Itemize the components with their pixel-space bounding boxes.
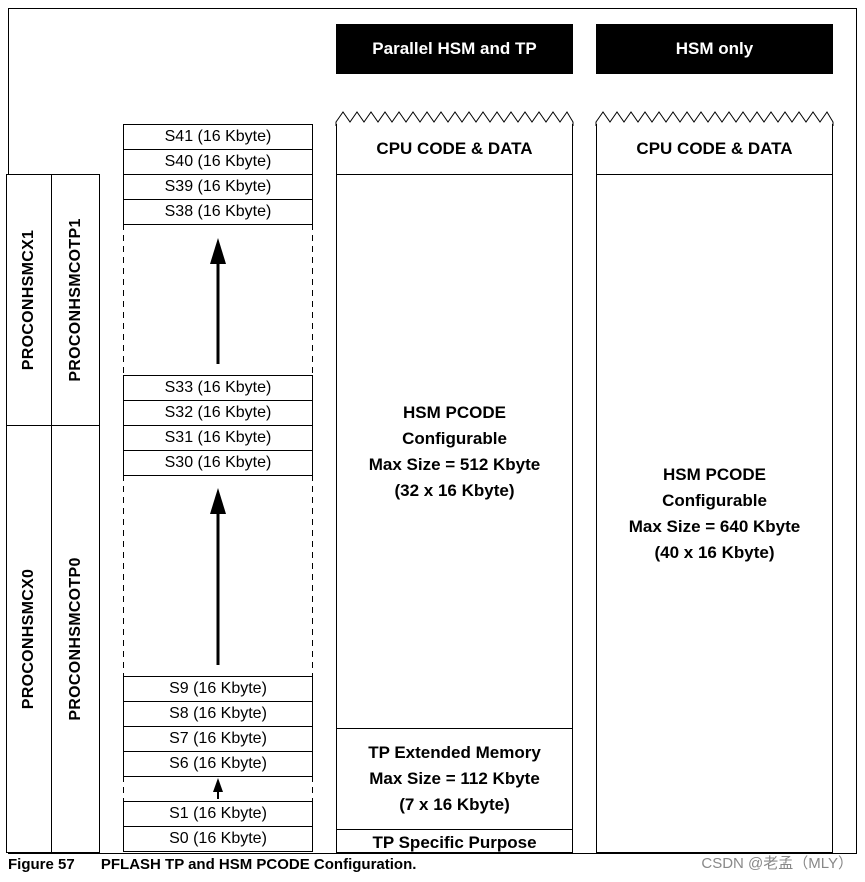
tp-specific-purpose-label: TP Specific Purpose [372,832,537,852]
memory-column-hsm-only: CPU CODE & DATA HSM PCODE Configurable M… [596,124,833,853]
tp-specific-purpose-region: TP Specific Purpose [337,830,572,855]
hsm-pcode-line-3: Max Size = 512 Kbyte [368,454,541,474]
hsm-pcode-line-2: Configurable [402,428,507,448]
sector-s41: S41 (16 Kbyte) [123,124,313,150]
tp-extended-memory-region: TP Extended Memory Max Size = 112 Kbyte … [337,729,572,830]
sector-s9: S9 (16 Kbyte) [123,676,313,702]
up-arrow-icon [213,778,223,799]
sector-s40: S40 (16 Kbyte) [123,149,313,175]
hsm-pcode-region: HSM PCODE Configurable Max Size = 512 Kb… [337,175,572,729]
sector-s7: S7 (16 Kbyte) [123,726,313,752]
figure-title: PFLASH TP and HSM PCODE Configuration. [100,856,417,873]
cpu-code-data-region: CPU CODE & DATA [597,124,832,175]
memory-column-parallel: CPU CODE & DATA HSM PCODE Configurable M… [336,124,573,853]
hsm-pcode-line-4: (32 x 16 Kbyte) [394,480,515,500]
tp-ext-line-3: (7 x 16 Kbyte) [399,795,510,814]
cpu-code-data-label: CPU CODE & DATA [636,139,793,158]
up-arrow-icon [210,488,226,665]
figure-number: Figure 57 [8,856,75,873]
hsm-pcode-region: HSM PCODE Configurable Max Size = 640 Kb… [597,175,832,853]
hsm-pcode-line-1: HSM PCODE [403,402,506,422]
sector-s38: S38 (16 Kbyte) [123,199,313,225]
zigzag-edge-hsm-only [595,111,834,126]
sector-s1: S1 (16 Kbyte) [123,801,313,827]
hsm-pcode-line-1: HSM PCODE [663,465,766,484]
watermark: CSDN @老孟（MLY） [701,855,853,872]
tp-ext-line-2: Max Size = 112 Kbyte [369,769,540,788]
sector-s30: S30 (16 Kbyte) [123,450,313,476]
sector-s31: S31 (16 Kbyte) [123,425,313,451]
zigzag-edge-parallel [335,111,574,126]
sector-s32: S32 (16 Kbyte) [123,400,313,426]
sector-s33: S33 (16 Kbyte) [123,375,313,401]
hsm-pcode-line-2: Configurable [662,491,767,510]
cpu-code-data-region: CPU CODE & DATA [337,124,572,175]
hsm-pcode-line-3: Max Size = 640 Kbyte [628,517,801,536]
sector-s8: S8 (16 Kbyte) [123,701,313,727]
sector-s39: S39 (16 Kbyte) [123,174,313,200]
label-box-cotp0: PROCONHSMCOTP0 [51,425,100,853]
hsm-pcode-line-4: (40 x 16 Kbyte) [654,543,775,562]
label-box-cotp1: PROCONHSMCOTP1 [51,174,100,426]
cpu-code-data-label: CPU CODE & DATA [376,139,533,158]
figure-caption: Figure 57 PFLASH TP and HSM PCODE Config… [8,856,416,873]
header-hsm-only: HSM only [596,24,833,74]
tp-ext-line-1: TP Extended Memory [368,743,541,762]
sector-s0: S0 (16 Kbyte) [123,826,313,852]
sector-s6: S6 (16 Kbyte) [123,751,313,777]
header-parallel-hsm-tp: Parallel HSM and TP [336,24,573,74]
up-arrow-icon [210,238,226,364]
